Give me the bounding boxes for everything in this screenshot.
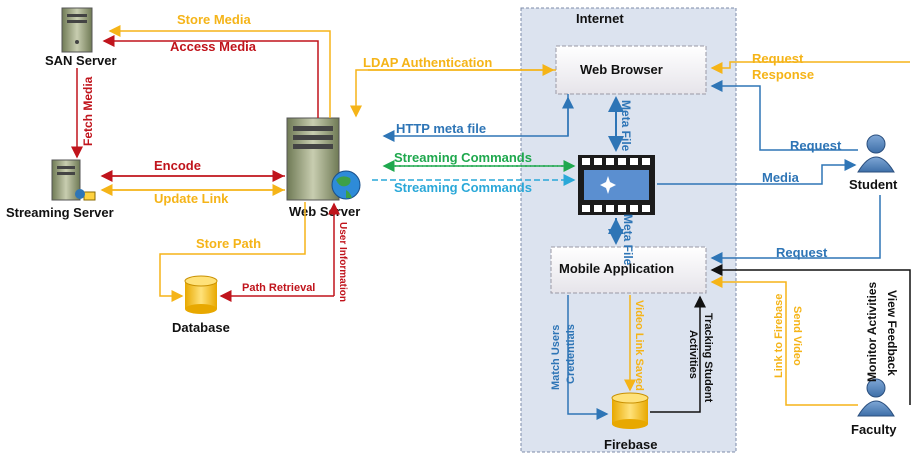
access-media-arrow xyxy=(102,35,319,118)
streaming-server-label: Streaming Server xyxy=(6,205,114,220)
student-node[interactable]: Student xyxy=(849,134,898,192)
request-mobile-arrow xyxy=(710,195,881,264)
streaming-commands-cyan-label: Streaming Commands xyxy=(394,180,532,195)
internet-label: Internet xyxy=(576,11,624,26)
store-media-label: Store Media xyxy=(177,12,251,27)
student-label: Student xyxy=(849,177,898,192)
tracking-activities-label-1: Tracking Student xyxy=(702,313,714,403)
tracking-activities-arrow xyxy=(650,295,706,413)
link-to-firebase-label: Link to Firebase xyxy=(773,294,785,378)
faculty-label: Faculty xyxy=(851,422,897,437)
faculty-to-mobile-arrow xyxy=(710,276,858,406)
mobile-application-label: Mobile Application xyxy=(559,261,674,276)
match-users-label-1: Match Users xyxy=(550,325,562,390)
ldap-label: LDAP Authentication xyxy=(363,55,492,70)
web-browser-node[interactable]: Web Browser xyxy=(555,45,707,95)
web-server-label: Web Server xyxy=(289,204,360,219)
response-top-label: Response xyxy=(752,67,814,82)
match-users-label-2: Credentials xyxy=(565,324,577,384)
meta-file-top-label: Meta File xyxy=(619,100,633,152)
meta-file-bottom-label: Meta File xyxy=(621,214,635,266)
path-retrieval-label: Path Retrieval xyxy=(242,282,315,294)
video-link-saved-label: Video Link Saved xyxy=(633,300,645,391)
match-users-arrow xyxy=(567,295,609,420)
tracking-activities-label-2: Activities xyxy=(687,330,699,379)
request-student-label: Request xyxy=(790,138,842,153)
view-feedback-arrow xyxy=(710,264,911,405)
fetch-media-label: Fetch Media xyxy=(81,76,95,146)
view-feedback-label: View Feedback xyxy=(885,290,899,376)
firebase-node[interactable]: Firebase xyxy=(604,392,657,452)
mobile-application-node[interactable]: Mobile Application xyxy=(550,246,707,294)
san-server-label: SAN Server xyxy=(45,53,117,68)
database-node[interactable]: Database xyxy=(172,275,230,335)
http-meta-label: HTTP meta file xyxy=(396,121,486,136)
access-media-label: Access Media xyxy=(170,39,257,54)
send-video-label: Send Video xyxy=(791,306,803,366)
store-path-label: Store Path xyxy=(196,236,261,251)
encode-label: Encode xyxy=(154,158,201,173)
monitor-activities-label: Monitor Activities xyxy=(865,281,879,382)
san-server-node[interactable]: SAN Server xyxy=(45,7,117,68)
media-label: Media xyxy=(762,170,800,185)
user-information-label: User Information xyxy=(337,222,348,302)
web-browser-label: Web Browser xyxy=(580,62,663,77)
streaming-server-node[interactable]: Streaming Server xyxy=(6,159,114,220)
film-strip-icon xyxy=(578,155,655,215)
faculty-node[interactable]: Faculty xyxy=(851,378,897,437)
media-arrow xyxy=(657,159,857,185)
firebase-label: Firebase xyxy=(604,437,657,452)
database-label: Database xyxy=(172,320,230,335)
store-path-arrow xyxy=(159,202,306,302)
request-top-label: Request xyxy=(752,51,804,66)
streaming-commands-green-label: Streaming Commands xyxy=(394,150,532,165)
store-media-arrow xyxy=(108,25,331,118)
request-student-arrow xyxy=(710,80,858,151)
request-response-arrow xyxy=(710,61,910,74)
update-link-label: Update Link xyxy=(154,191,229,206)
web-server-node[interactable]: Web Server xyxy=(286,117,361,219)
request-mobile-label: Request xyxy=(776,245,828,260)
